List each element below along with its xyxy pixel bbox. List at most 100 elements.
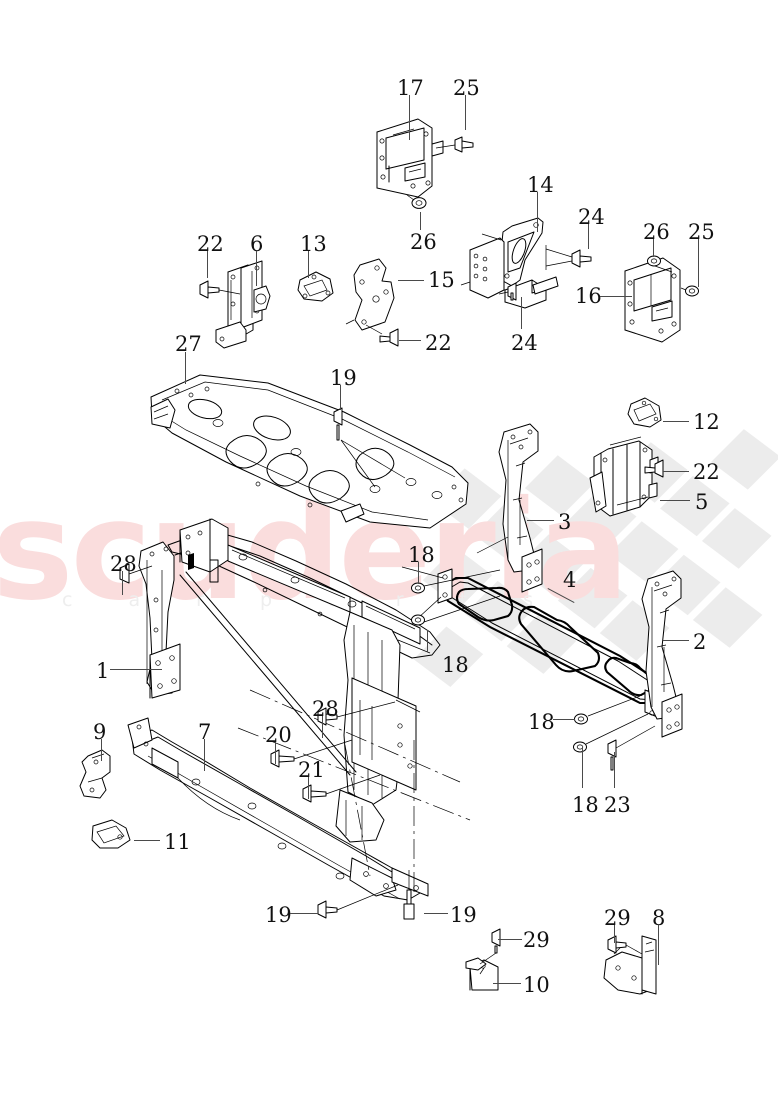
callout-leader-26	[653, 239, 655, 257]
part-26-nut-a	[406, 194, 427, 209]
callout-number-25[interactable]: 25	[688, 220, 715, 244]
callout-number-24[interactable]: 24	[578, 205, 605, 229]
callout-leader-22	[399, 340, 421, 342]
callout-number-19[interactable]: 19	[265, 903, 292, 927]
callout-number-11[interactable]: 11	[164, 830, 191, 854]
callout-leader-22	[207, 251, 209, 278]
callout-number-15[interactable]: 15	[428, 268, 455, 292]
callout-leader-14	[537, 192, 539, 232]
callout-number-8[interactable]: 8	[652, 906, 666, 930]
callout-number-7[interactable]: 7	[198, 720, 212, 744]
callout-number-29[interactable]: 29	[523, 928, 550, 952]
callout-number-24[interactable]: 24	[511, 331, 538, 355]
callout-number-6[interactable]: 6	[250, 232, 264, 256]
callout-leader-12	[663, 421, 689, 423]
callout-leader-10	[493, 983, 521, 985]
part-12-node	[627, 397, 662, 428]
callout-leader-28	[322, 716, 324, 738]
callout-leader-9	[101, 739, 103, 761]
callout-leader-1	[110, 669, 162, 671]
callout-leader-5	[660, 500, 690, 502]
part-1-left-support	[119, 541, 181, 699]
part-18-nuts	[411, 569, 649, 753]
callout-number-19[interactable]: 19	[450, 903, 477, 927]
callout-leader-3	[527, 520, 554, 522]
callout-number-18[interactable]: 18	[442, 653, 469, 677]
callout-leader-27	[185, 352, 187, 384]
callout-number-19[interactable]: 19	[330, 366, 357, 390]
callout-number-22[interactable]: 22	[425, 331, 452, 355]
callout-number-22[interactable]: 22	[693, 460, 720, 484]
part-22-bolt-a	[199, 280, 241, 299]
callout-number-17[interactable]: 17	[397, 76, 424, 100]
part-25-bolt-a	[435, 136, 474, 153]
part-24-bolt-a	[545, 245, 592, 270]
part-6-bracket	[215, 260, 271, 349]
callout-number-16[interactable]: 16	[575, 284, 602, 308]
callout-number-29[interactable]: 29	[604, 906, 631, 930]
part-7-lower-member	[127, 717, 429, 901]
callout-number-18[interactable]: 18	[528, 710, 555, 734]
callout-leader-6	[256, 251, 258, 286]
callout-leader-20	[275, 742, 277, 764]
callout-leader-25	[465, 95, 467, 130]
callout-number-26[interactable]: 26	[410, 230, 437, 254]
callout-leader-15	[398, 280, 424, 282]
part-19-bolt-a	[333, 407, 406, 488]
callout-number-3[interactable]: 3	[558, 510, 572, 534]
callout-number-21[interactable]: 21	[298, 758, 325, 782]
callout-number-10[interactable]: 10	[523, 973, 550, 997]
callout-number-18[interactable]: 18	[408, 543, 435, 567]
callout-number-14[interactable]: 14	[527, 173, 554, 197]
part-29-bolt-a	[479, 928, 501, 965]
part-main-carrier	[167, 518, 471, 843]
callout-leader-24	[588, 224, 590, 249]
callout-leader-26	[420, 212, 422, 230]
callout-leader-25	[698, 239, 700, 287]
callout-number-12[interactable]: 12	[693, 410, 720, 434]
callout-leader-17	[409, 95, 411, 140]
callout-leader-16	[600, 296, 632, 298]
callout-number-20[interactable]: 20	[265, 723, 292, 747]
callout-number-5[interactable]: 5	[695, 490, 709, 514]
callout-number-1[interactable]: 1	[96, 659, 110, 683]
callout-leader-22	[663, 471, 689, 473]
callout-number-13[interactable]: 13	[300, 232, 327, 256]
callout-number-9[interactable]: 9	[93, 720, 107, 744]
callout-leader-19	[340, 385, 342, 410]
part-22-bolt-b	[365, 324, 399, 347]
callout-number-23[interactable]: 23	[604, 793, 631, 817]
callout-leader-29	[614, 925, 616, 943]
callout-number-28[interactable]: 28	[110, 552, 137, 576]
callout-number-27[interactable]: 27	[175, 332, 202, 356]
callout-number-2[interactable]: 2	[693, 630, 707, 654]
callout-leader-21	[308, 777, 310, 799]
callout-leader-29	[498, 939, 522, 941]
callout-leader-23	[614, 752, 616, 788]
callout-leader-18	[553, 719, 575, 721]
callout-leader-18	[418, 562, 420, 584]
callout-leader-18	[427, 630, 429, 652]
callout-leader-2	[663, 640, 689, 642]
callout-leader-28	[122, 571, 124, 595]
part-8-bracket	[603, 935, 657, 995]
part-19-bolt-c	[403, 870, 415, 920]
part-13-node	[297, 271, 334, 302]
callout-number-18[interactable]: 18	[572, 793, 599, 817]
part-27-upper-panel	[150, 374, 469, 529]
callout-number-4[interactable]: 4	[563, 568, 577, 592]
part-19-bolt-b	[317, 884, 399, 919]
part-10-bracket	[465, 957, 499, 991]
part-16-bracket	[624, 257, 681, 343]
callout-leader-24	[521, 297, 523, 329]
callout-number-26[interactable]: 26	[643, 220, 670, 244]
callout-number-28[interactable]: 28	[312, 697, 339, 721]
part-15-bracket	[345, 258, 395, 331]
callout-number-22[interactable]: 22	[197, 232, 224, 256]
callout-leader-8	[658, 925, 660, 965]
callout-number-25[interactable]: 25	[453, 76, 480, 100]
callout-leader-19	[290, 913, 318, 915]
